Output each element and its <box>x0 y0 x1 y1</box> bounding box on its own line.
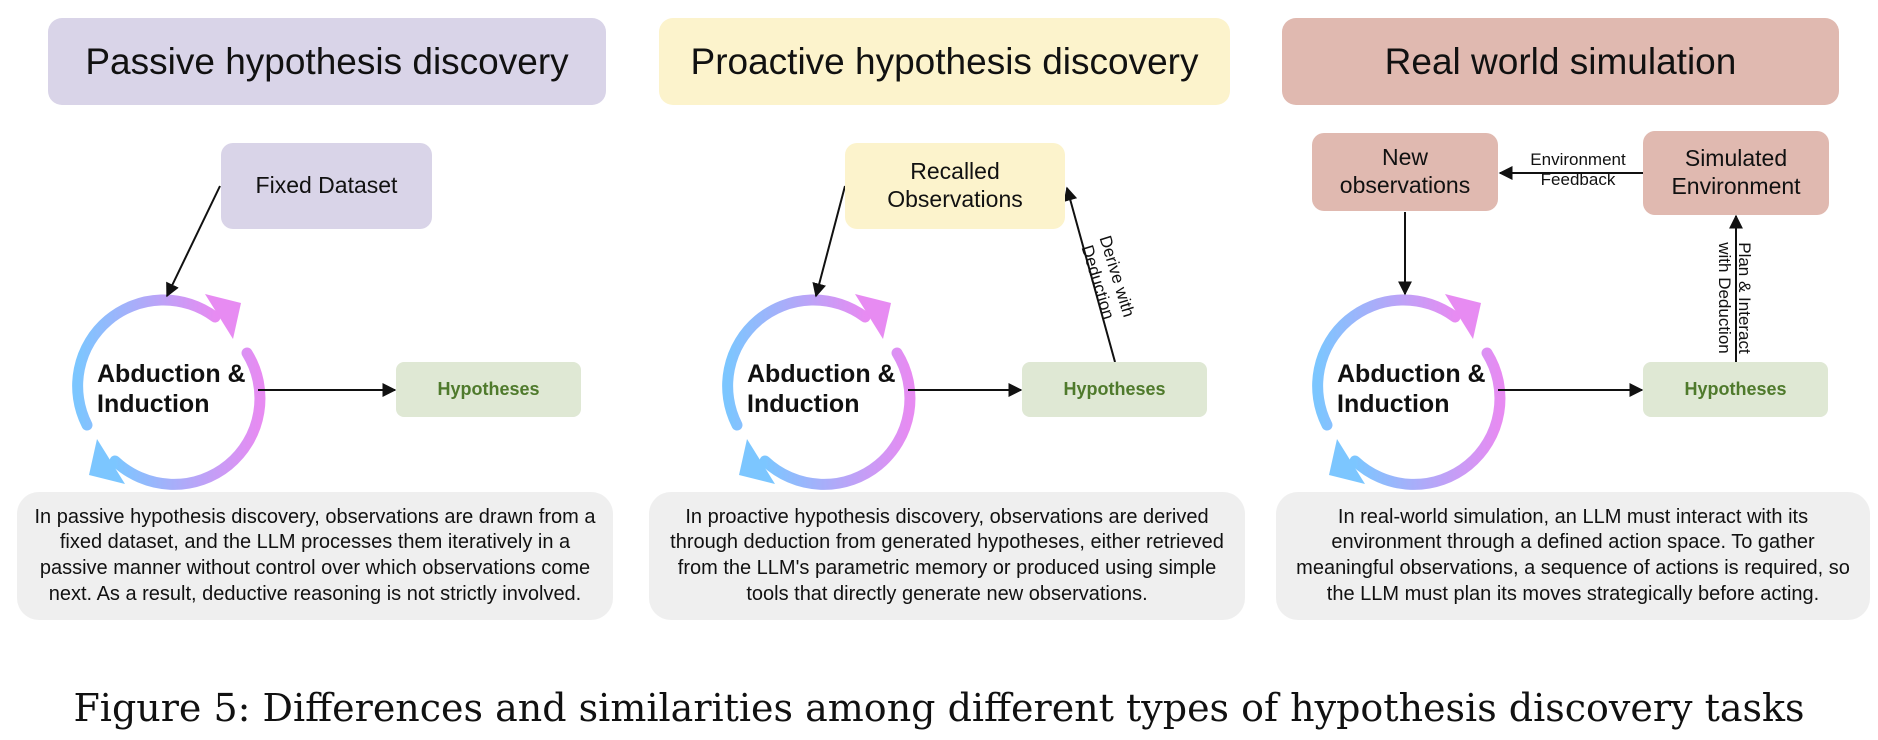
environment-feedback-label: Environment Feedback <box>1517 150 1639 191</box>
node-label-line1: New <box>1381 144 1428 171</box>
edge-label-line1: Environment <box>1530 150 1626 169</box>
edge-label-line2: Feedback <box>1540 170 1616 190</box>
arrow-icon <box>1063 186 1116 363</box>
cycle-label: Abduction & Induction <box>97 360 277 419</box>
description-proactive: In proactive hypothesis discovery, obser… <box>649 492 1245 620</box>
cycle-label-line2: Induction <box>1337 389 1450 418</box>
node-label-line1: Recalled <box>910 158 1000 185</box>
description-realworld: In real-world simulation, an LLM must in… <box>1276 492 1870 620</box>
panel-title-proactive: Proactive hypothesis discovery <box>659 18 1230 105</box>
node-label-line2: Environment <box>1671 173 1801 199</box>
panel-title-realworld: Real world simulation <box>1282 18 1839 105</box>
cycle-label: Abduction & Induction <box>1337 360 1517 419</box>
edge-label-line1: Plan & Interact <box>1735 242 1754 354</box>
cycle-label-line1: Abduction & <box>1337 360 1486 388</box>
cycle-label: Abduction & Induction <box>747 360 927 419</box>
new-observations-node: New observations <box>1312 133 1498 211</box>
cycle-label-line1: Abduction & <box>97 360 246 388</box>
cycle-label-line2: Induction <box>747 389 860 418</box>
arrow-icon <box>166 185 221 298</box>
arrow-icon <box>812 185 846 298</box>
panel-title-passive: Passive hypothesis discovery <box>48 18 606 105</box>
plan-interact-label: Plan & Interact with Deduction <box>1710 228 1754 368</box>
recalled-observations-node: Recalled Observations <box>845 143 1065 229</box>
hypotheses-node: Hypotheses <box>1643 362 1828 417</box>
node-label-line1: Simulated <box>1684 145 1788 172</box>
hypotheses-node: Hypotheses <box>396 362 581 417</box>
cycle-label-line1: Abduction & <box>747 360 896 388</box>
edge-label-line2: with Deduction <box>1714 242 1734 354</box>
node-label-line2: observations <box>1339 172 1471 198</box>
circular-arrows-icon <box>722 294 916 490</box>
fixed-dataset-node: Fixed Dataset <box>221 143 432 229</box>
cycle-label-line2: Induction <box>97 389 210 418</box>
simulated-environment-node: Simulated Environment <box>1643 131 1829 215</box>
description-passive: In passive hypothesis discovery, observa… <box>17 492 613 620</box>
circular-arrows-icon <box>1312 294 1506 490</box>
circular-arrows-icon <box>72 294 266 490</box>
hypotheses-node: Hypotheses <box>1022 362 1207 417</box>
figure-caption: Figure 5: Differences and similarities a… <box>73 686 1805 730</box>
node-label-line2: Observations <box>887 186 1023 212</box>
